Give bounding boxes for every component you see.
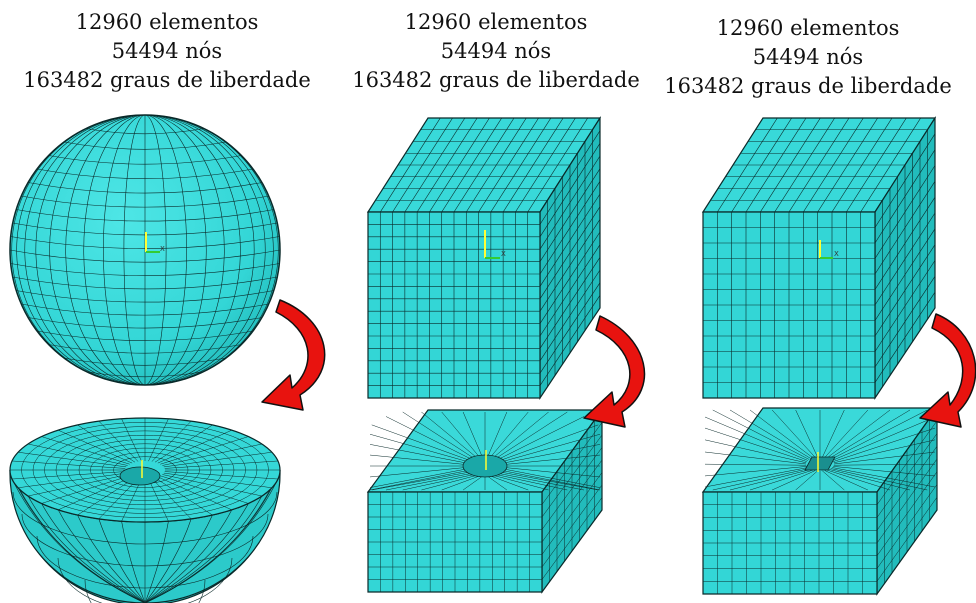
coordinate-triad-icon: X — [145, 232, 165, 253]
dof-count: 163482 graus de liberdade — [664, 74, 952, 98]
dof-count: 163482 graus de liberdade — [352, 68, 640, 92]
arrow-sphere-to-cut — [261, 299, 326, 411]
dof-count: 163482 graus de liberdade — [23, 68, 311, 92]
svg-text:X: X — [501, 250, 506, 258]
hemisphere-mesh-cut — [9, 417, 281, 603]
coordinate-triad-icon: X — [484, 230, 506, 259]
caption-cube-square: 12960 elementos 54494 nós 163482 graus d… — [643, 14, 973, 101]
node-count: 54494 nós — [752, 45, 864, 69]
cube-mesh-cut-round-cavity — [366, 408, 604, 594]
caption-cube-round: 12960 elementos 54494 nós 163482 graus d… — [331, 8, 661, 95]
sphere-mesh-full: X — [9, 114, 281, 386]
node-count: 54494 nós — [111, 39, 223, 63]
node-count: 54494 nós — [440, 39, 552, 63]
element-count: 12960 elementos — [716, 16, 900, 40]
svg-text:X: X — [160, 245, 165, 253]
svg-text:X: X — [834, 250, 839, 258]
cube-mesh-full: X — [701, 115, 937, 400]
element-count: 12960 elementos — [75, 10, 259, 34]
arrow-cube-to-cut — [583, 315, 646, 428]
cube-mesh-cut-square-cavity — [701, 406, 939, 596]
element-count: 12960 elementos — [404, 10, 588, 34]
arrow-cube-square-to-cut — [919, 313, 976, 428]
cube-mesh-full: X — [366, 115, 602, 400]
caption-sphere: 12960 elementos 54494 nós 163482 graus d… — [2, 8, 332, 95]
coordinate-triad-icon: X — [819, 240, 839, 259]
